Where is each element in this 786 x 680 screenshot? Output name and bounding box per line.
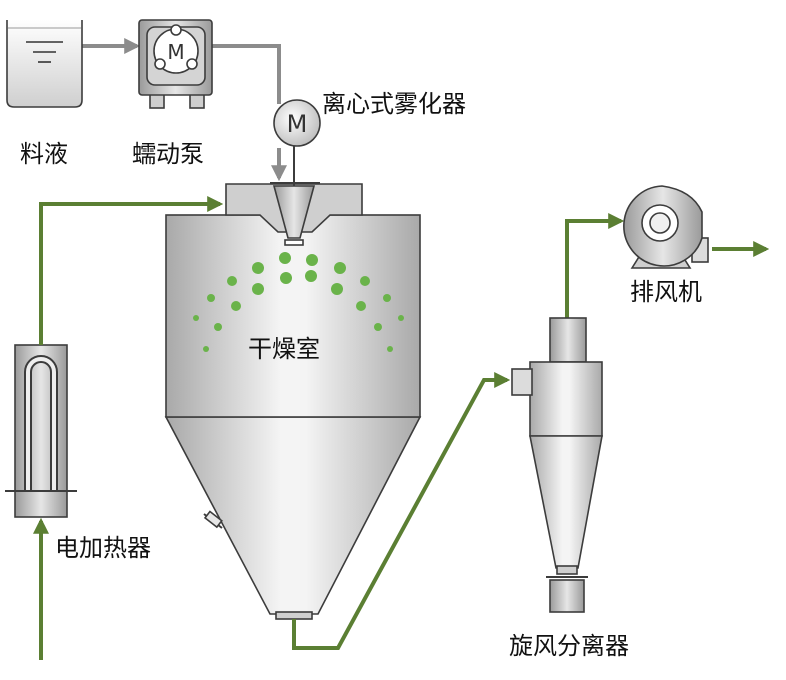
- feed-label: 料液: [20, 140, 68, 168]
- spray-droplets: [193, 252, 404, 352]
- feed-tank: [6, 20, 83, 108]
- drying-chamber: [164, 146, 422, 620]
- peristaltic-pump: M: [138, 19, 213, 109]
- heater-label: 电加热器: [55, 534, 151, 562]
- drying-chamber-label: 干燥室: [248, 335, 320, 363]
- cyclone-separator: [511, 317, 603, 613]
- gas-lines: [33, 196, 770, 660]
- pump-label: 蠕动泵: [132, 140, 204, 168]
- cyclone-to-fan-line: [565, 213, 625, 318]
- cyclone-label: 旋风分离器: [509, 632, 629, 660]
- exhaust-fan-label: 排风机: [630, 278, 702, 306]
- product-to-cyclone-line: [292, 372, 511, 650]
- pump-motor-icon: M: [167, 40, 184, 64]
- feed-lines: [82, 38, 287, 182]
- atomizer-motor-symbol: M: [287, 110, 308, 138]
- atomizer-motor-icon: M: [273, 99, 321, 147]
- hot-air-line: [39, 196, 224, 345]
- electric-heater: [5, 344, 77, 518]
- exhaust-fan: [623, 185, 709, 269]
- atomizer-label: 离心式雾化器: [322, 90, 466, 118]
- pump-to-atomizer-line: [212, 44, 281, 104]
